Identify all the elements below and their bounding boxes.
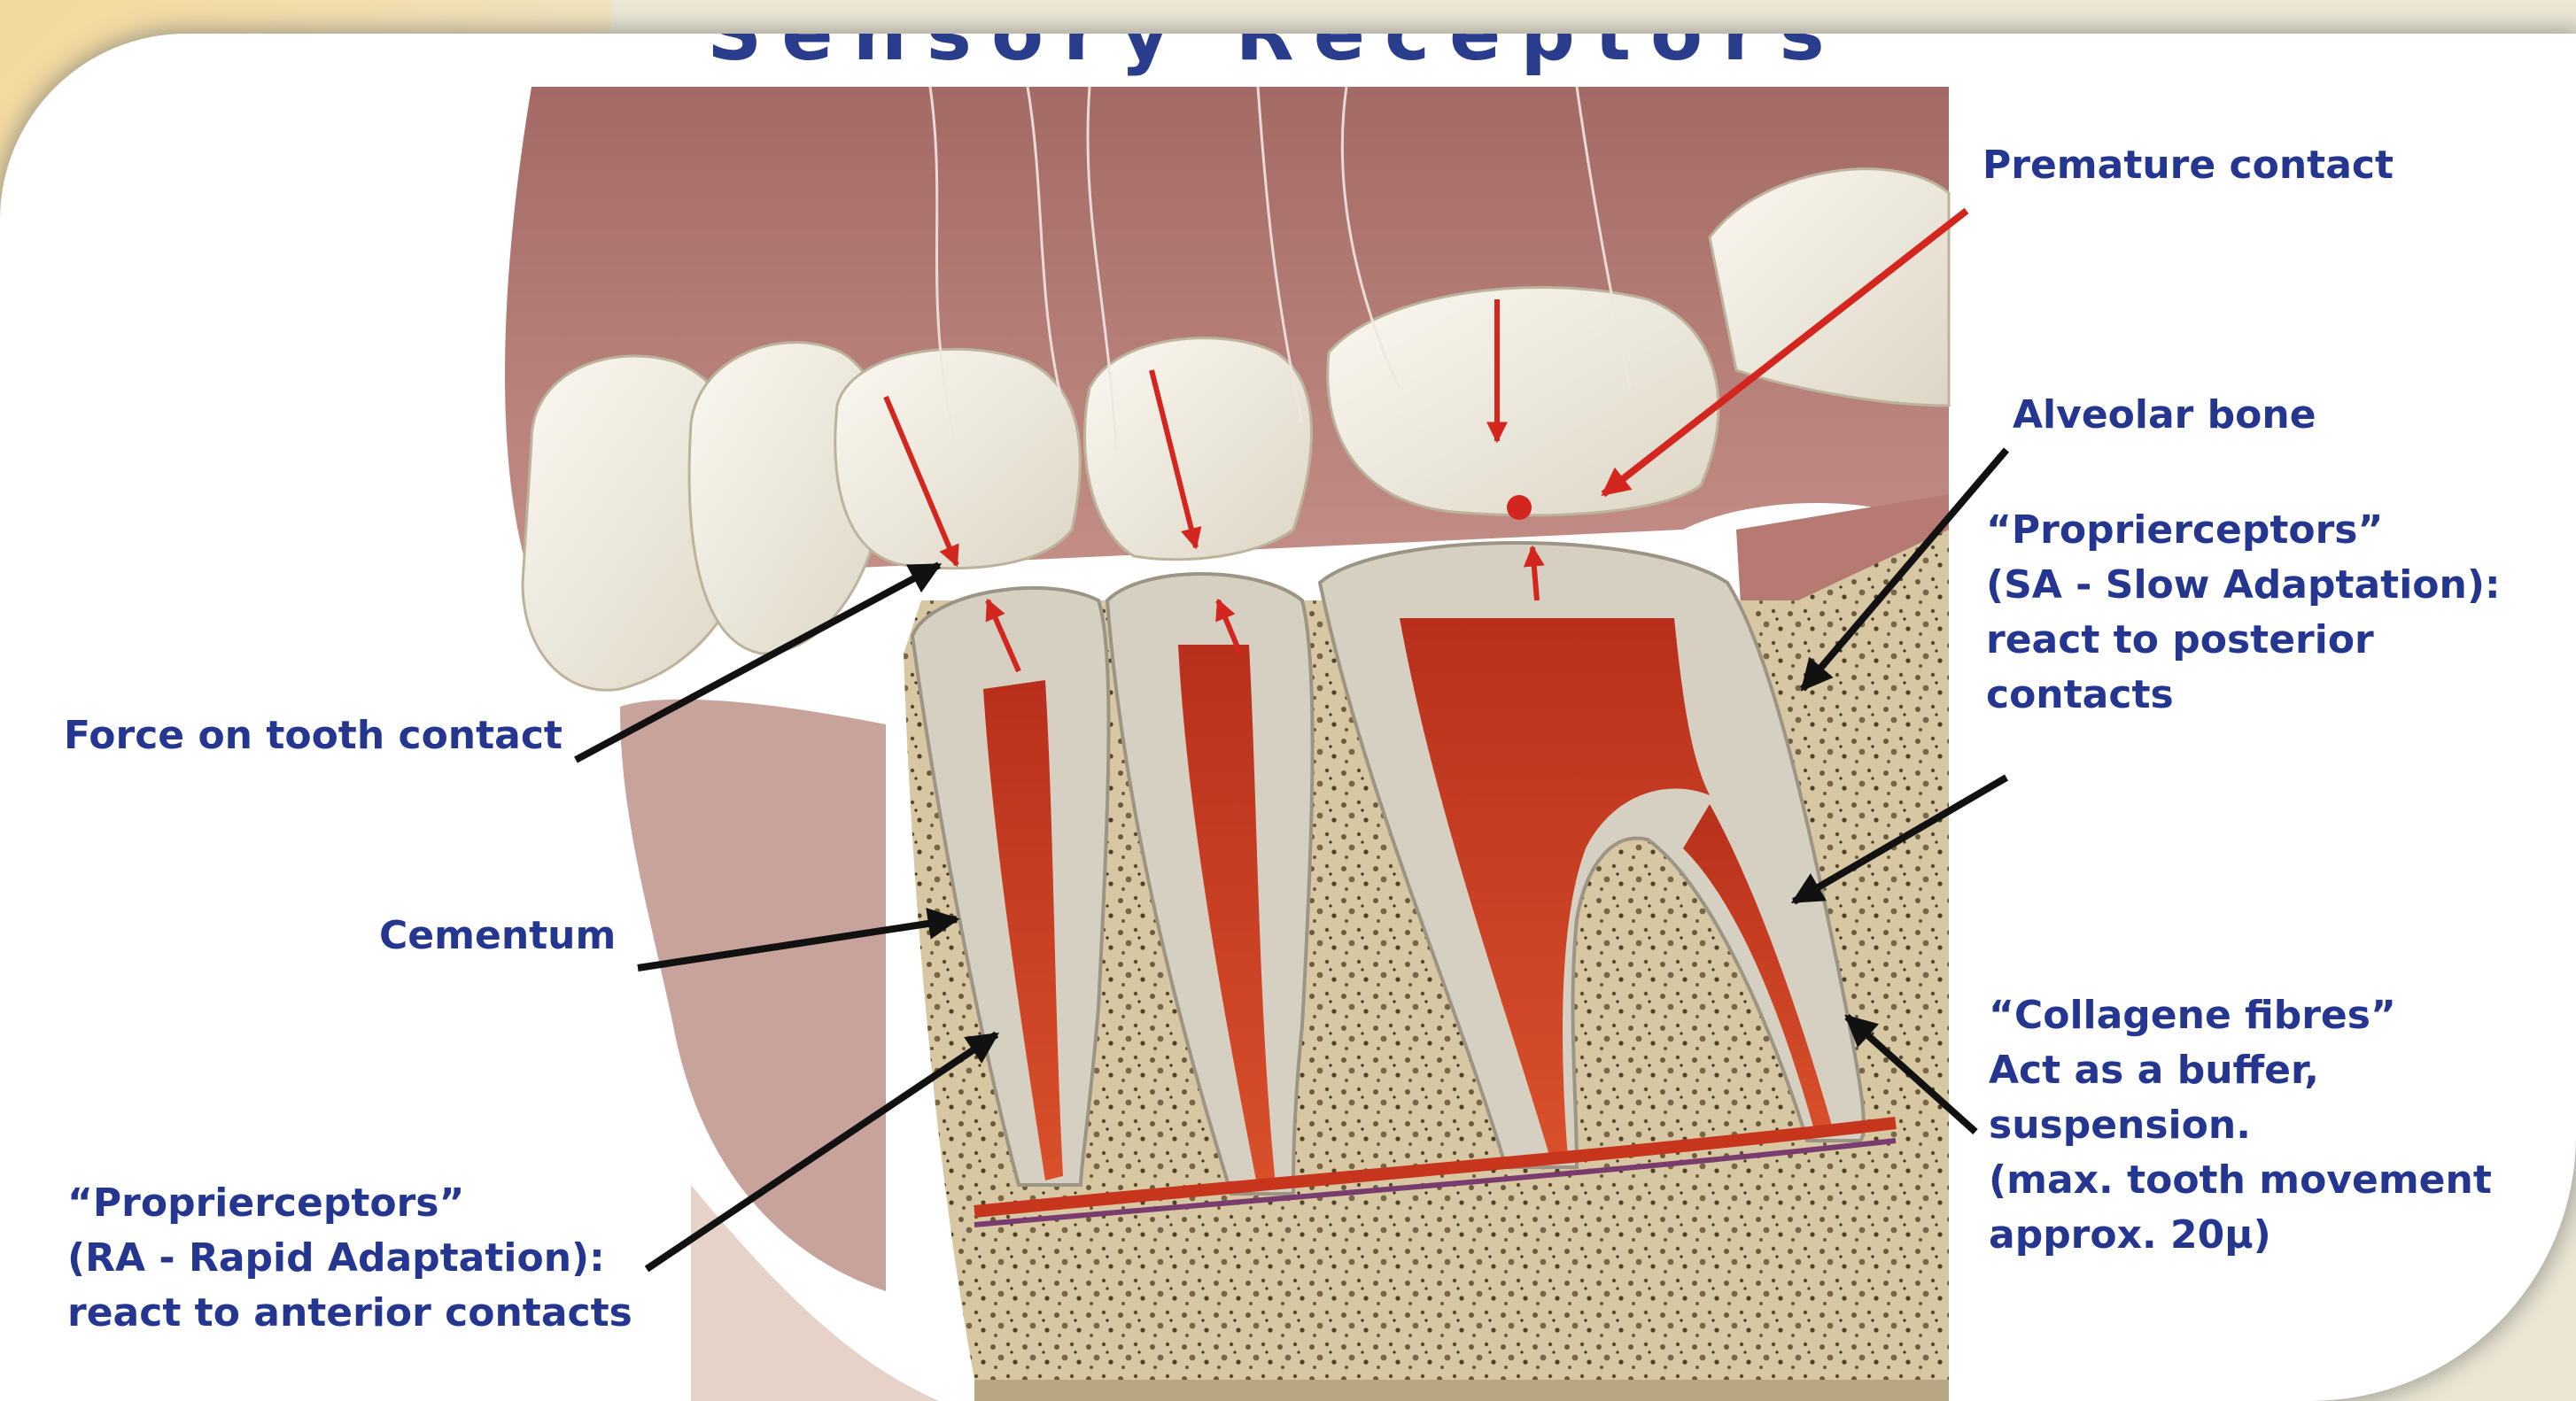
collagen-line-1: “Collagene fibres” (1989, 988, 2492, 1043)
label-premature-contact: Premature contact (1982, 138, 2394, 193)
upper-premolar-2 (1084, 338, 1311, 560)
collagen-line-4: (max. tooth movement (1989, 1153, 2492, 1208)
premature-contact-point (1507, 495, 1532, 520)
upper-molar-back (1710, 169, 1949, 406)
lower-lip-tissue (620, 700, 886, 1291)
collagen-line-5: approx. 20μ) (1989, 1208, 2492, 1263)
label-ra-proprioceptors: “Proprierceptors” (RA - Rapid Adaptation… (67, 1176, 632, 1341)
ra-line-3: react to anterior contacts (67, 1286, 632, 1341)
slide-panel: Sensory Receptors (0, 34, 2576, 1401)
label-force-on-tooth-contact: Force on tooth contact (64, 708, 563, 763)
ra-line-2: (RA - Rapid Adaptation): (67, 1231, 632, 1286)
collagen-line-3: suspension. (1989, 1098, 2492, 1153)
bone-cut-face (974, 1380, 1949, 1401)
upper-premolar-1 (835, 349, 1081, 568)
sa-line-2: (SA - Slow Adaptation): (1986, 558, 2501, 613)
upper-molar (1328, 288, 1719, 515)
label-collagen-fibres: “Collagene fibres” Act as a buffer, susp… (1989, 988, 2492, 1263)
collagen-line-2: Act as a buffer, (1989, 1043, 2492, 1098)
label-cementum: Cementum (379, 909, 616, 964)
label-sa-proprioceptors: “Proprierceptors” (SA - Slow Adaptation)… (1986, 503, 2501, 723)
sa-line-3: react to posterior (1986, 613, 2501, 668)
ra-line-1: “Proprierceptors” (67, 1176, 632, 1231)
label-alveolar-bone: Alveolar bone (2013, 388, 2316, 443)
sa-line-4: contacts (1986, 668, 2501, 723)
sa-line-1: “Proprierceptors” (1986, 503, 2501, 558)
